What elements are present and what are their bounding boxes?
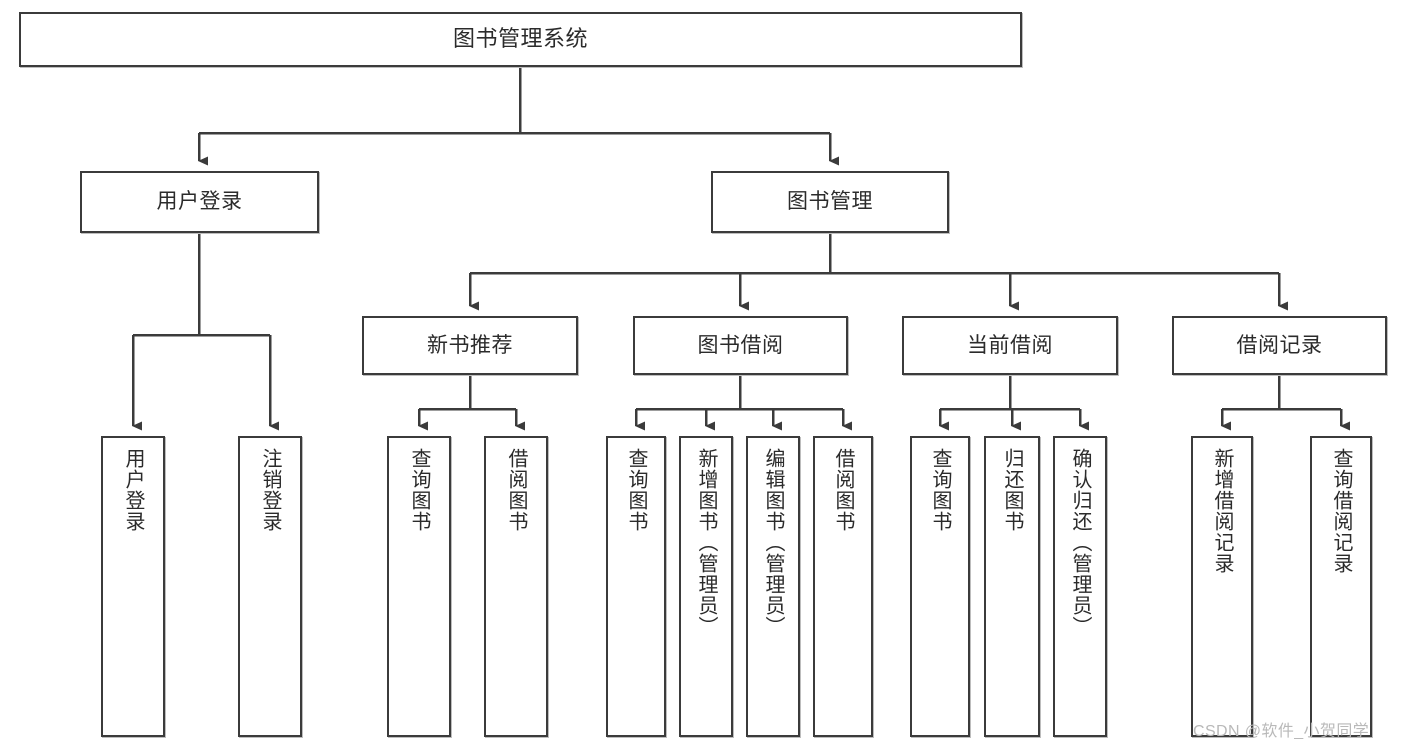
node-leaf-5[interactable]: 新增图书（管理员） — [679, 436, 733, 737]
node-level2-1[interactable]: 图书管理 — [711, 171, 949, 233]
node-leaf-12[interactable]: 查询借阅记录 — [1310, 436, 1372, 737]
node-label: 查询图书 — [408, 448, 430, 532]
node-label: 注销登录 — [259, 448, 281, 532]
node-label: 图书借阅 — [697, 333, 784, 357]
node-label: 查询图书 — [929, 448, 951, 532]
node-leaf-11[interactable]: 新增借阅记录 — [1191, 436, 1253, 737]
node-label: 新增图书（管理员） — [695, 448, 717, 637]
connector-lines — [131, 67, 1350, 431]
node-level3-3[interactable]: 借阅记录 — [1172, 316, 1387, 375]
node-level3-0[interactable]: 新书推荐 — [362, 316, 578, 375]
node-label: 借阅记录 — [1236, 333, 1323, 357]
node-label: 新增借阅记录 — [1211, 448, 1233, 574]
node-label: 借阅图书 — [505, 448, 527, 532]
node-leaf-10[interactable]: 确认归还（管理员） — [1053, 436, 1107, 737]
node-leaf-3[interactable]: 借阅图书 — [484, 436, 548, 737]
node-leaf-8[interactable]: 查询图书 — [910, 436, 970, 737]
node-leaf-2[interactable]: 查询图书 — [387, 436, 451, 737]
node-leaf-7[interactable]: 借阅图书 — [813, 436, 873, 737]
node-level3-2[interactable]: 当前借阅 — [902, 316, 1118, 375]
node-label: 图书管理系统 — [452, 26, 588, 52]
node-label: 借阅图书 — [832, 448, 854, 532]
node-label: 查询图书 — [625, 448, 647, 532]
node-label: 用户登录 — [156, 190, 243, 214]
node-label: 确认归还（管理员） — [1069, 448, 1091, 637]
node-level2-0[interactable]: 用户登录 — [80, 171, 319, 233]
node-leaf-0[interactable]: 用户登录 — [101, 436, 165, 737]
node-leaf-1[interactable]: 注销登录 — [238, 436, 302, 737]
node-root[interactable]: 图书管理系统 — [19, 12, 1022, 67]
node-leaf-4[interactable]: 查询图书 — [606, 436, 666, 737]
node-label: 查询借阅记录 — [1330, 448, 1352, 574]
node-leaf-9[interactable]: 归还图书 — [984, 436, 1040, 737]
node-level3-1[interactable]: 图书借阅 — [633, 316, 848, 375]
node-label: 编辑图书（管理员） — [762, 448, 784, 637]
node-label: 用户登录 — [122, 448, 144, 532]
node-label: 归还图书 — [1001, 448, 1023, 532]
node-label: 当前借阅 — [967, 333, 1053, 357]
csdn-watermark: CSDN @软件_小贺同学 — [1193, 723, 1370, 740]
node-label: 新书推荐 — [427, 333, 513, 357]
node-leaf-6[interactable]: 编辑图书（管理员） — [746, 436, 800, 737]
node-label: 图书管理 — [787, 190, 873, 214]
